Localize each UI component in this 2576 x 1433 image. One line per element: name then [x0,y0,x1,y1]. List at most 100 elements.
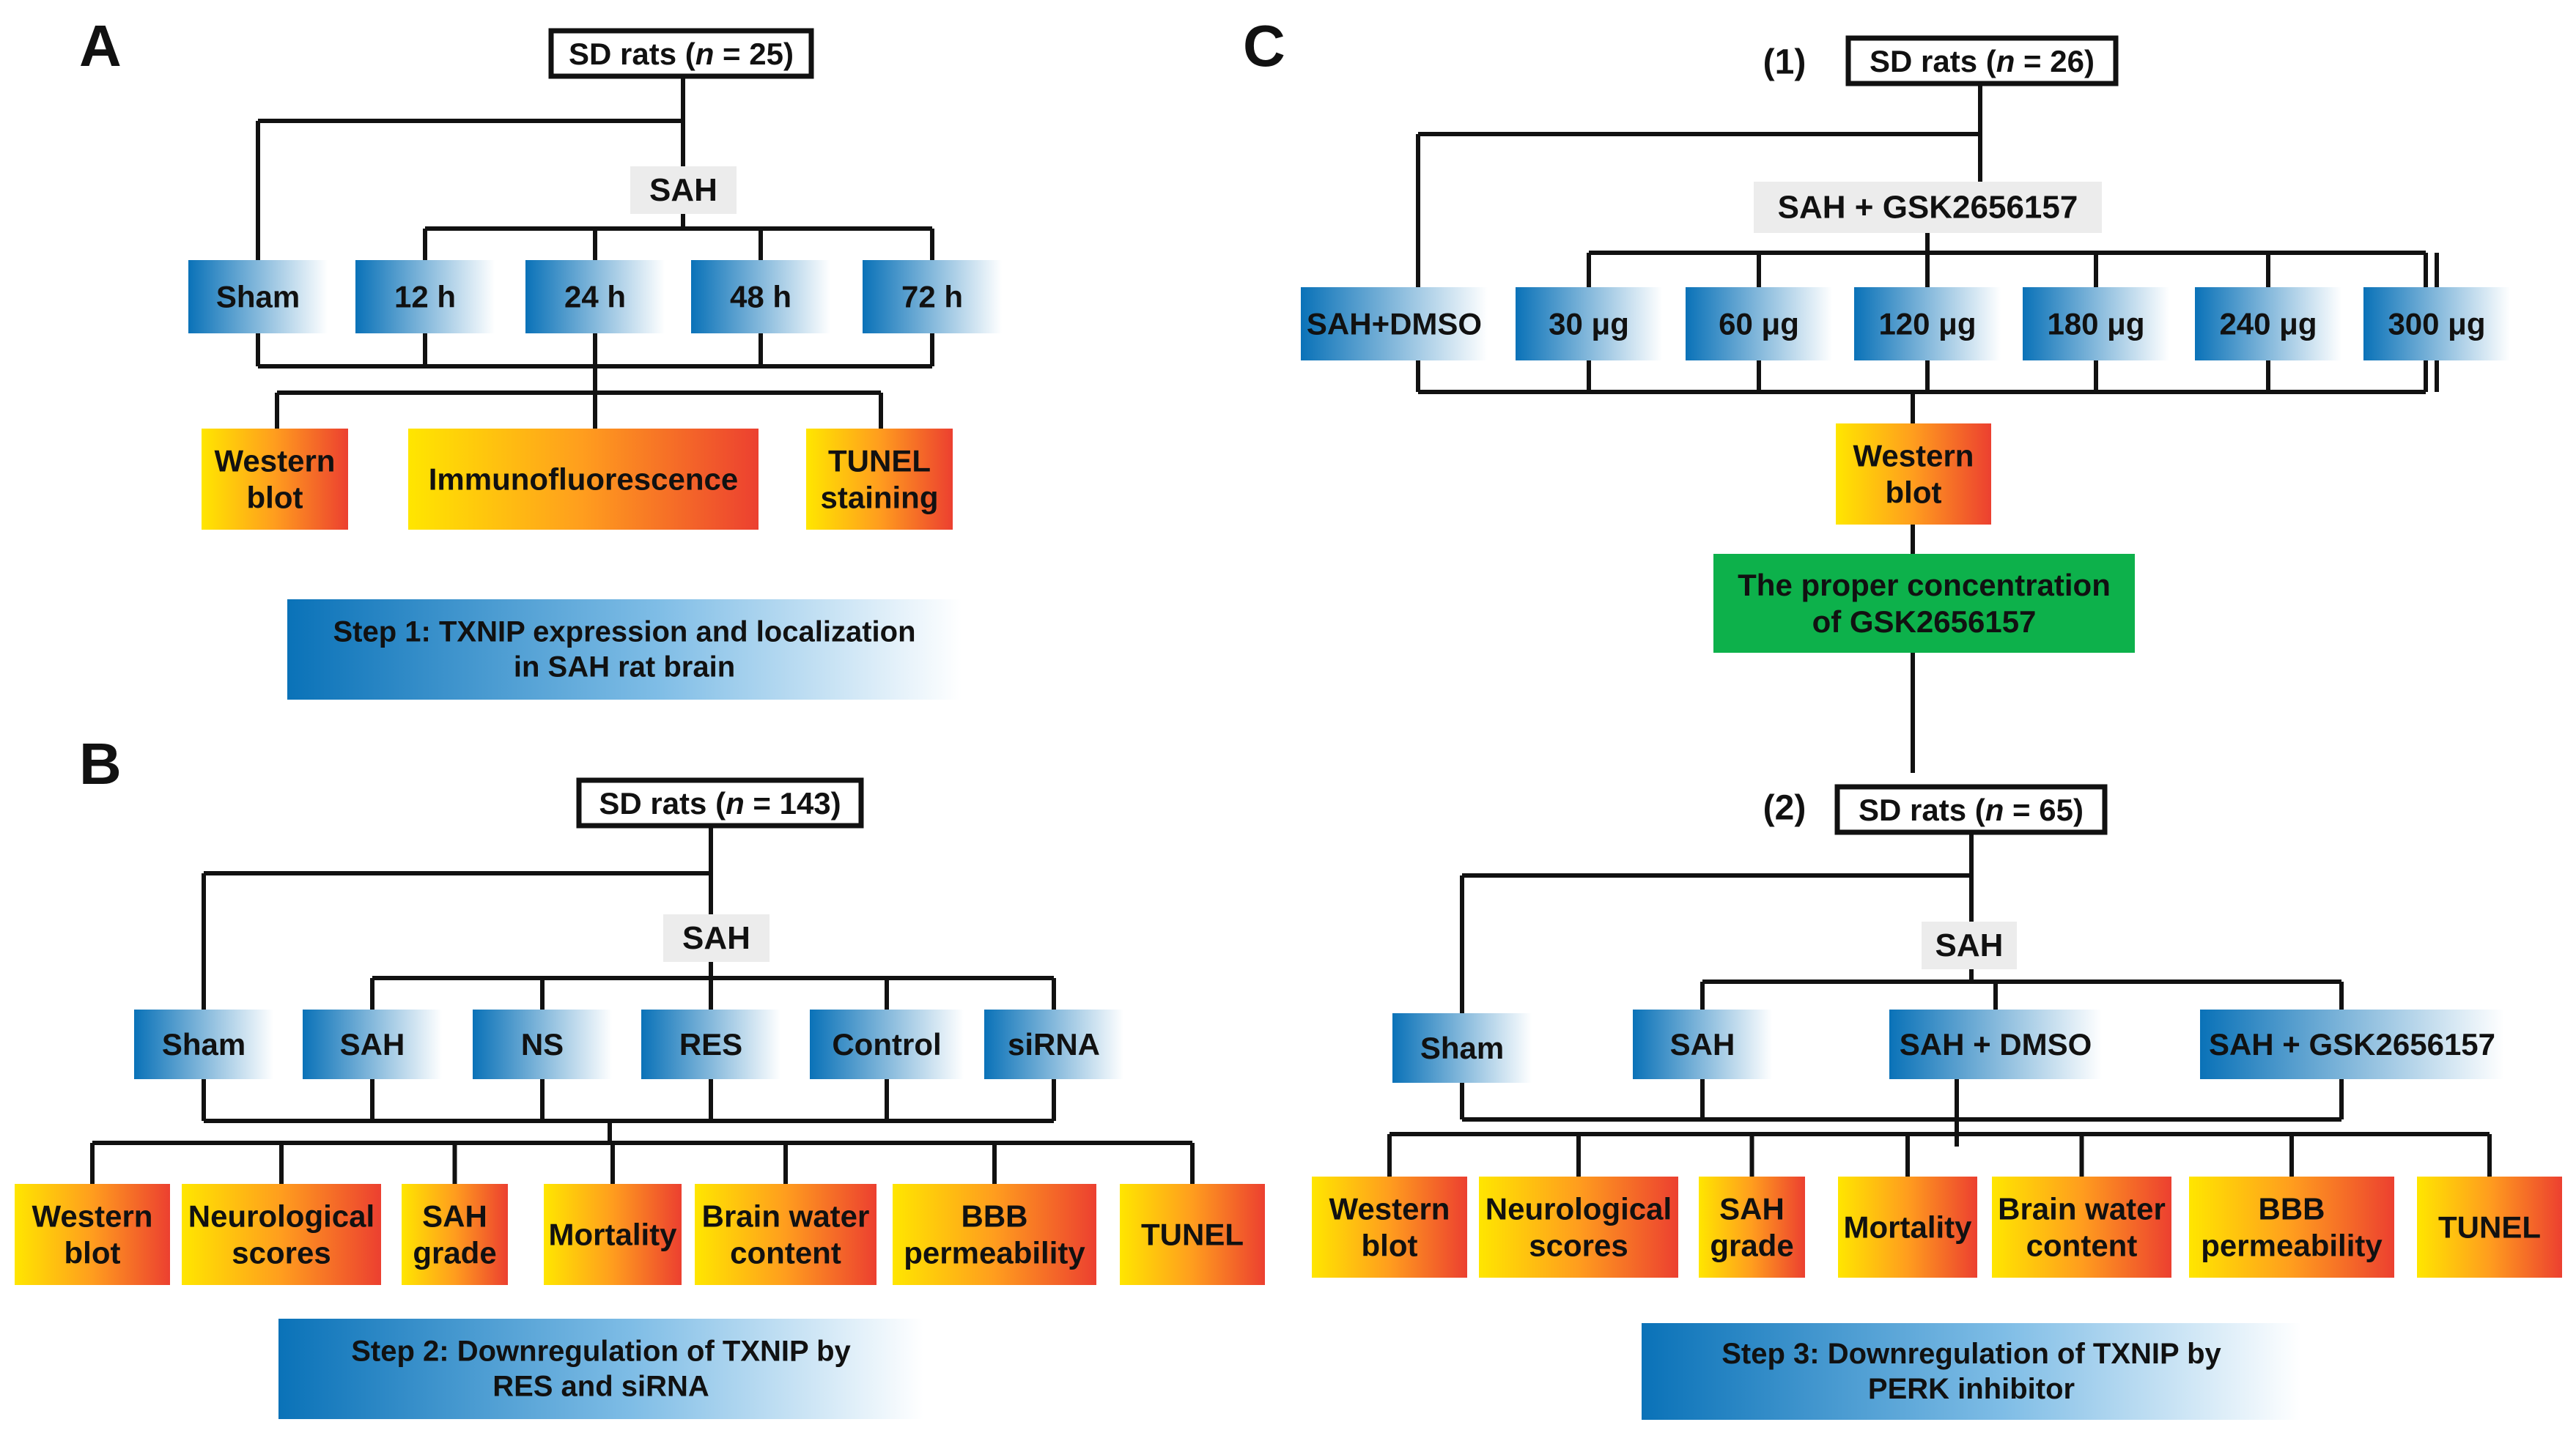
panel-c-assay-1-label: Western [1329,1191,1450,1226]
panel-a-source-box-label: SD rats (n = 25) [569,37,794,71]
panel-c-assay-7: TUNEL [2417,1177,2562,1278]
panel-a-source-box: SD rats (n = 25) [548,28,814,79]
panel-c-group-4-shape [2200,1010,2504,1079]
panel-b-source-box-frame [576,777,864,829]
panel-b-group-3-label: NS [521,1027,564,1062]
panel-c-source1-box: SD rats (n = 26) [1845,35,2119,86]
panel-b-letter: B [79,731,122,796]
panel-a-group-5: 72 h [863,260,1002,333]
panel-c-group-1: Sham [1392,1013,1532,1083]
panel-a-group-1-label: Sham [216,280,300,314]
panel-b-sah-label-shape [663,914,770,962]
panel-a-assay-3-label: TUNEL [828,443,931,478]
panel-a-group-3-shape [525,260,665,333]
panel-a-sah-label-label: SAH [649,172,717,208]
panel-c-dose-1-label: 30 μg [1549,307,1629,341]
panel-b-group-5-shape [810,1010,964,1079]
panel-b-assay-3-shape [402,1184,508,1285]
panel-c-assay-3-shape [1699,1177,1805,1278]
panel-a-assay-1-label: blot [247,481,303,515]
panel-b-group-1-label: Sham [162,1027,246,1062]
panel-b-group-3-shape [473,1010,612,1079]
panel-c-vehicle-group-shape [1301,287,1488,360]
panel-c-treatment-label: SAH + GSK2656157 [1754,182,2102,233]
panel-a-group-5-label: 72 h [901,280,963,314]
panel-b-assay-6-shape [893,1184,1096,1285]
panel-c-sah-label: SAH [1922,922,2017,969]
panel-b-assay-1-shape [15,1184,170,1285]
panel-c-sah-label-label: SAH [1935,927,2004,963]
panel-c-source2-box: SD rats (n = 65) [1834,784,2108,835]
panel-c-source1-box-frame [1845,35,2119,86]
panel-c-dose-5: 240 μg [2195,287,2341,360]
panel-c-dose-4-shape [2023,287,2169,360]
panel-c-conclusion-label: The proper concentration [1738,568,2111,602]
panel-c-western-blot-shape [1836,423,1991,525]
panel-c-assay-2-label: Neurological [1486,1191,1672,1226]
panel-a-group-2-label: 12 h [394,280,456,314]
panel-a-group-5-shape [863,260,1002,333]
panel-b-assay-2-shape [182,1184,381,1285]
panel-c-group-2-label: SAH [1670,1027,1735,1062]
panel-b-step-banner-label: RES and siRNA [492,1371,709,1403]
panel-a-source-box-frame [548,28,814,79]
panel-b-assay-5-label: content [730,1236,841,1270]
panel-c-group-1-shape [1392,1013,1532,1083]
panel-c-group-3-shape [1889,1010,2102,1079]
panel-c-vehicle-group-label: SAH+DMSO [1307,307,1482,341]
panel-b-assay-1-label: blot [64,1236,121,1270]
panel-c-assay-5-label: Brain water [1998,1191,2166,1226]
panel-c-assay-1-shape [1312,1177,1467,1278]
panel-a-assay-1-label: Western [215,443,336,478]
panel-c-group-2-shape [1633,1010,1772,1079]
panel-c-dose-5-shape [2195,287,2341,360]
panel-c-group-4-label: SAH + GSK2656157 [2209,1027,2495,1062]
panel-c-western-blot-label: Western [1853,438,1974,473]
panel-c-group-2: SAH [1633,1010,1772,1079]
panel-b-sah-label-label: SAH [682,920,750,956]
panel-a-group-2: 12 h [355,260,495,333]
panel-a-assay-3-label: staining [820,481,938,515]
panel-c-assay-3-label: SAH [1719,1191,1785,1226]
panel-c-dose-2-label: 60 μg [1719,307,1799,341]
panel-c-dose-6: 300 μg [2363,287,2510,360]
panel-c-part2-marker: (2) [1763,789,1806,828]
panel-a-assay-2-shape [408,429,759,530]
panel-a-group-1: Sham [188,260,328,333]
panel-c-source2-box-label: SD rats (n = 65) [1859,793,2084,827]
panel-c-source1-box-label: SD rats (n = 26) [1870,44,2095,78]
panel-b-group-4-shape [641,1010,780,1079]
panel-c-dose-2: 60 μg [1686,287,1832,360]
panel-c-assay-7-label: TUNEL [2438,1210,2541,1245]
panel-b-assay-6-label: BBB [962,1199,1028,1233]
panel-a-assay-2: Immunofluorescence [408,429,759,530]
panel-a-group-2-shape [355,260,495,333]
panel-b-group-5: Control [810,1010,964,1079]
panel-b-assay-3-label: grade [413,1236,496,1270]
panel-b-assay-4-shape [544,1184,682,1285]
panel-c-conclusion-label: of GSK2656157 [1812,604,2037,639]
panel-b-group-6-label: siRNA [1008,1027,1100,1062]
panel-c-step-banner-label: Step 3: Downregulation of TXNIP by [1721,1338,2221,1370]
connector-lines [90,76,2492,1184]
panel-c-dose-5-label: 240 μg [2219,307,2317,341]
panel-c-dose-4: 180 μg [2023,287,2169,360]
panel-b-group-2: SAH [303,1010,442,1079]
panel-b-group-1-shape [134,1010,273,1079]
panel-c-conclusion-shape [1713,554,2135,653]
panel-c-assay-2-label: scores [1529,1229,1628,1263]
panel-a-step-banner-shape [287,599,962,700]
panel-b-assay-7-label: TUNEL [1141,1218,1244,1252]
panel-b-group-5-label: Control [832,1027,941,1062]
panel-a-step-banner-label: in SAH rat brain [514,651,735,684]
panel-b-step-banner-label: Step 2: Downregulation of TXNIP by [351,1336,851,1368]
